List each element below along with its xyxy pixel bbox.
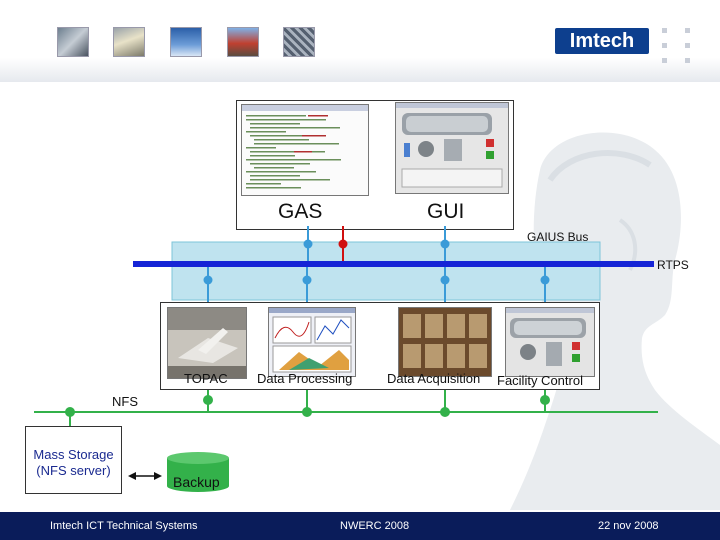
top-connector-node bbox=[338, 239, 348, 249]
nfs-connector-node bbox=[203, 395, 213, 405]
arrow-head-right bbox=[154, 472, 162, 480]
imtech-logo: Imtech bbox=[555, 28, 649, 54]
backup-label: Backup bbox=[173, 474, 220, 490]
arrow-head-left bbox=[128, 472, 136, 480]
gui-screenshot bbox=[395, 102, 509, 194]
facility-control-label: Facility Control bbox=[497, 373, 583, 388]
statue-watermark bbox=[510, 132, 720, 510]
backup-cylinder-top bbox=[167, 452, 229, 464]
bottom-connector-node bbox=[540, 275, 550, 285]
nfs-label: NFS bbox=[112, 394, 138, 409]
header-thumbnail-3 bbox=[170, 27, 202, 57]
gas-screenshot bbox=[241, 104, 369, 196]
decor-dot bbox=[662, 43, 667, 48]
mass-storage-box: Mass Storage (NFS server) bbox=[25, 426, 122, 494]
bottom-connector-node bbox=[440, 275, 450, 285]
topac-label: TOPAC bbox=[184, 371, 228, 386]
gas-label: GAS bbox=[278, 200, 323, 223]
top-connector-node bbox=[440, 239, 450, 249]
mass-storage-label-line2: (NFS server) bbox=[36, 463, 111, 478]
nfs-connector-node bbox=[302, 407, 312, 417]
gaius-bus-band bbox=[171, 241, 601, 301]
footer-left: Imtech ICT Technical Systems bbox=[50, 520, 198, 532]
gui-machine-image bbox=[396, 103, 508, 188]
data-acquisition-screenshot bbox=[398, 307, 492, 377]
data-processing-screenshot bbox=[268, 307, 356, 377]
data-processing-label: Data Processing bbox=[257, 371, 353, 386]
header-thumbnail-5 bbox=[283, 27, 315, 57]
nfs-connector-node bbox=[540, 395, 550, 405]
wind-tunnel-image bbox=[168, 308, 246, 378]
header-thumbnail-4 bbox=[227, 27, 259, 57]
decor-dot bbox=[685, 43, 690, 48]
facility-control-screenshot bbox=[505, 307, 595, 377]
decor-dot bbox=[685, 58, 690, 63]
nfs-connector-node bbox=[440, 407, 450, 417]
nfs-connector-node bbox=[65, 407, 75, 417]
decor-dot bbox=[662, 58, 667, 63]
plots-image bbox=[269, 308, 355, 373]
gui-label: GUI bbox=[427, 200, 465, 223]
topac-screenshot bbox=[167, 307, 247, 379]
data-acquisition-label: Data Acquisition bbox=[387, 371, 481, 386]
bottom-connector-node bbox=[203, 275, 213, 285]
header-thumbnail-2 bbox=[113, 27, 145, 57]
bus-diagram bbox=[133, 226, 654, 306]
decor-dot bbox=[685, 28, 690, 33]
code-lines-image bbox=[242, 105, 368, 189]
rtps-label: RTPS bbox=[657, 258, 689, 272]
bottom-connector-node bbox=[302, 275, 312, 285]
mass-storage-label-line1: Mass Storage bbox=[33, 447, 114, 462]
header-thumbnail-1 bbox=[57, 27, 89, 57]
facility-machine-image bbox=[506, 308, 594, 366]
footer-bar: Imtech ICT Technical Systems NWERC 2008 … bbox=[0, 512, 720, 540]
footer-right: 22 nov 2008 bbox=[598, 520, 659, 532]
hardware-racks-image bbox=[399, 308, 491, 376]
decor-dot bbox=[662, 28, 667, 33]
nfs-diagram bbox=[34, 390, 658, 492]
footer-center: NWERC 2008 bbox=[340, 520, 410, 532]
gaius-bus-label: GAIUS Bus bbox=[527, 230, 589, 244]
top-connector-node bbox=[303, 239, 313, 249]
